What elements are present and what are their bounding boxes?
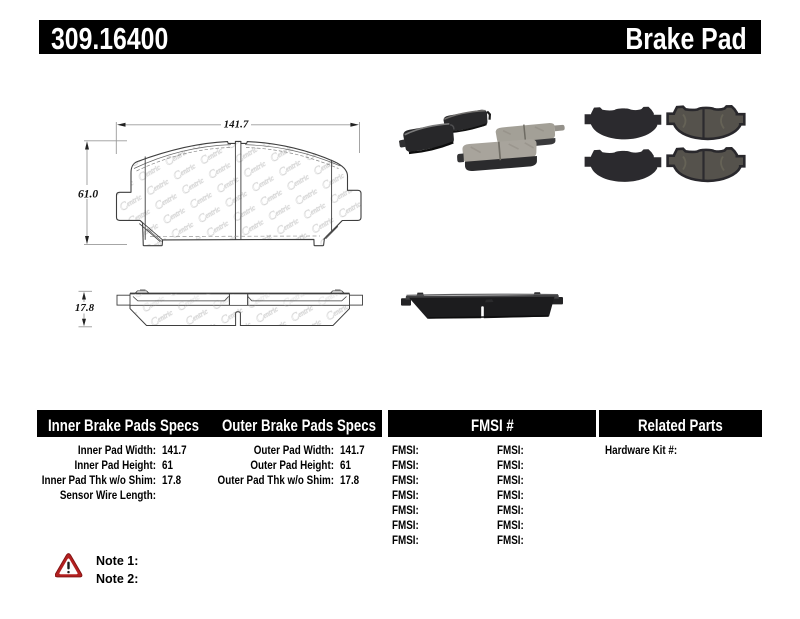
svg-text:141.7: 141.7 (224, 119, 249, 131)
svg-text:61.0: 61.0 (78, 188, 98, 200)
svg-text:17.8: 17.8 (75, 302, 95, 314)
